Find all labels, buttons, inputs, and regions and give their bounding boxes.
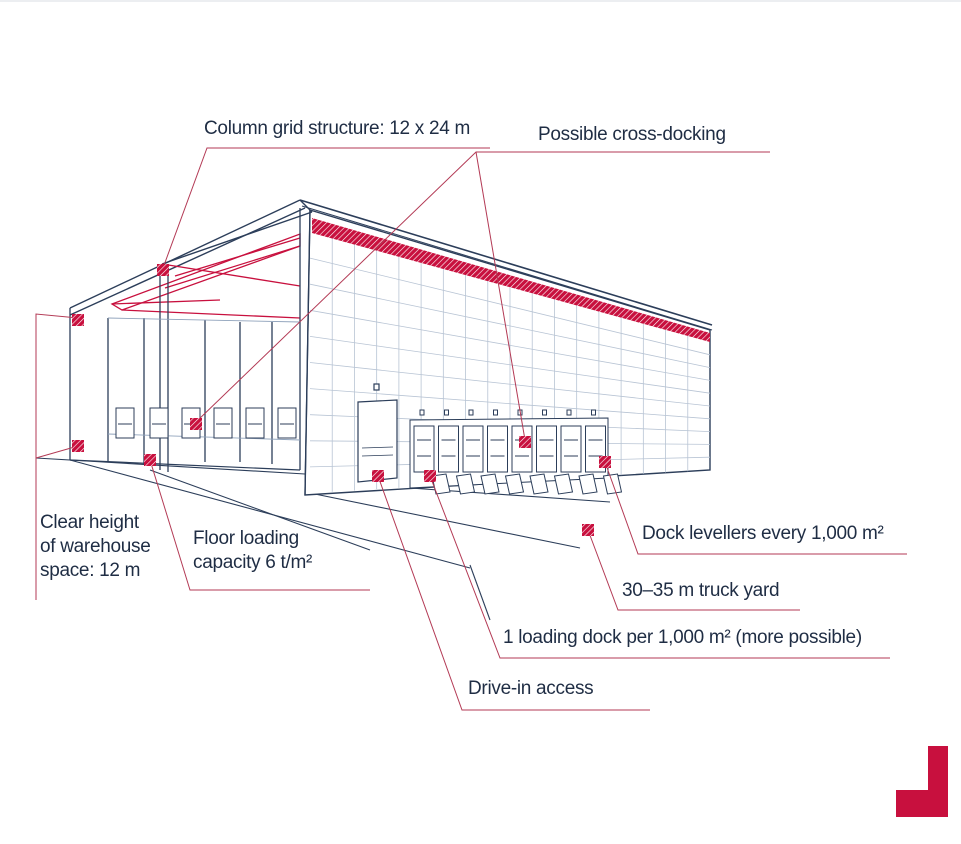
dock-light (591, 409, 596, 416)
floor-loading-line-1: Floor loading (193, 528, 299, 549)
floor-loading-line-2: capacity 6 t/m² (193, 552, 313, 573)
right-facade (299, 199, 713, 496)
dock-door-frame (487, 425, 508, 473)
dock-light (566, 409, 572, 416)
roof-band (312, 218, 710, 342)
drive-in-door (357, 383, 398, 483)
inner-dock-opening (213, 407, 233, 439)
hatched-square-marker-icon (582, 524, 594, 536)
dock-bumper (553, 473, 574, 495)
dock-door-frame (413, 425, 435, 473)
dock-bumper (578, 473, 598, 495)
clear-height-line-2: of warehouse (40, 536, 151, 557)
dock-light (468, 409, 474, 416)
leader-lines (35, 147, 907, 711)
label-column-grid: Column grid structure: 12 x 24 m (204, 118, 471, 139)
dock-door (536, 409, 557, 473)
dock-light (444, 409, 449, 416)
label-cross-docking: Possible cross-docking (538, 124, 726, 145)
hatched-square-marker-icon (190, 418, 202, 430)
label-clear-height: Clear height of warehouse space: 12 m (40, 511, 151, 583)
hatched-square-marker-icon (144, 454, 156, 466)
loading-dock-doors (409, 409, 609, 489)
hatched-square-marker-icon (157, 264, 169, 276)
dock-light (493, 409, 498, 416)
hatched-square-marker-icon (372, 470, 384, 482)
markers (72, 264, 611, 536)
dock-door-frame (462, 425, 484, 473)
clear-height-line-1: Clear height (40, 512, 139, 533)
label-floor-loading: Floor loading capacity 6 t/m² (193, 527, 312, 575)
inner-dock-opening (245, 407, 265, 439)
dock-door (560, 409, 582, 473)
dock-bumper (480, 473, 500, 495)
dock-bumper (529, 473, 549, 495)
label-loading-dock: 1 loading dock per 1,000 m² (more possib… (503, 627, 862, 648)
dock-light (419, 409, 425, 416)
dock-light (542, 409, 547, 416)
dock-door-frame (536, 425, 557, 473)
dock-bumper (504, 473, 525, 495)
label-drive-in: Drive-in access (468, 678, 594, 699)
dock-door (438, 409, 459, 473)
label-truck-yard: 30–35 m truck yard (622, 580, 780, 601)
dock-door-frame (438, 425, 459, 473)
front-face (69, 199, 313, 496)
hatched-square-marker-icon (424, 470, 436, 482)
dock-door-frame (511, 425, 533, 473)
hatched-square-marker-icon (72, 440, 84, 452)
hatched-square-marker-icon (599, 456, 611, 468)
label-dock-levellers: Dock levellers every 1,000 m² (642, 523, 884, 544)
hatched-square-marker-icon (519, 436, 531, 448)
dock-wheels (431, 473, 623, 495)
clear-height-line-3: space: 12 m (40, 560, 141, 581)
corner-step-logo-icon (896, 746, 948, 817)
dock-door (462, 409, 484, 473)
inner-dock-opening (277, 407, 297, 439)
dock-door-frame (560, 425, 582, 473)
dock-bumper (455, 473, 476, 495)
inner-dock-opening (115, 407, 135, 439)
hatched-square-marker-icon (72, 314, 84, 326)
inner-dock-opening (149, 407, 169, 439)
dock-door (487, 409, 508, 473)
